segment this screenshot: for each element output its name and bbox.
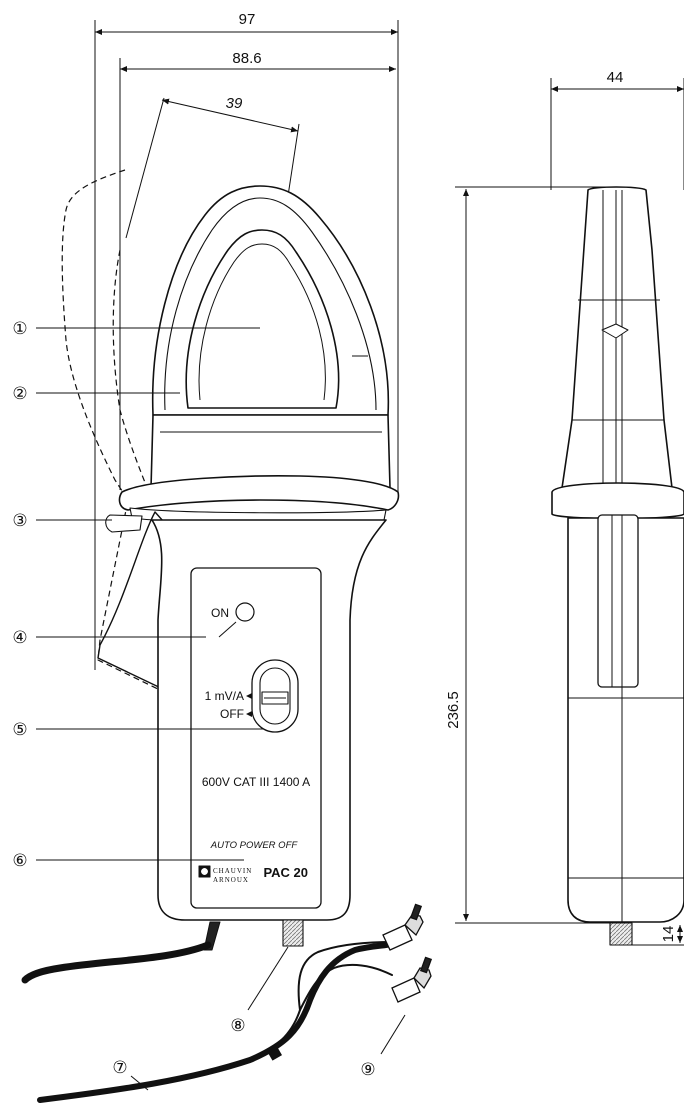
output-lead — [37, 941, 395, 1103]
callout-2: ② — [12, 384, 27, 404]
dim-total-width: 97 — [239, 11, 256, 28]
dim-connector-length: 14 — [660, 926, 677, 943]
callout-5: ⑤ — [12, 720, 27, 740]
dim-side-thickness: 44 — [607, 69, 624, 86]
callout-3: ③ — [12, 511, 27, 531]
cables — [21, 941, 395, 1103]
brand-line-2: ARNOUX — [213, 876, 249, 884]
range-label-1mva: 1 mV/A — [205, 689, 244, 703]
on-label: ON — [211, 606, 229, 620]
side-trigger — [597, 514, 639, 688]
side-handle — [567, 517, 684, 923]
banana-plugs — [382, 903, 433, 1003]
brand-line-1: CHAUVIN — [213, 867, 252, 875]
model-label: PAC 20 — [263, 865, 308, 880]
front-view — [61, 169, 400, 951]
callout-6: ⑥ — [12, 851, 27, 871]
jaw-window — [185, 229, 340, 409]
open-jaw-outline — [61, 169, 161, 691]
range-pointer-1 — [246, 693, 252, 699]
banana-plug-upper — [382, 924, 413, 951]
dim-height: 236.5 — [445, 691, 462, 729]
dim-jaw-opening: 39 — [226, 95, 243, 112]
callout-leaders — [36, 327, 406, 1091]
side-connector — [609, 922, 633, 946]
collar — [118, 475, 400, 511]
callout-4: ④ — [12, 628, 27, 648]
rating-label: 600V CAT III 1400 A — [202, 775, 310, 789]
banana-plug-lower — [391, 977, 421, 1003]
left-cable — [21, 941, 212, 984]
callout-8: ⑧ — [230, 1016, 245, 1036]
range-label-off: OFF — [220, 707, 244, 721]
side-collar — [551, 482, 684, 520]
dim-body-width: 88.6 — [232, 50, 261, 67]
auto-power-off-label: AUTO POWER OFF — [210, 840, 299, 851]
side-view — [551, 186, 684, 946]
callout-9: ⑨ — [360, 1060, 375, 1080]
callout-1: ① — [12, 319, 27, 339]
bnc-connector — [282, 919, 304, 947]
dimension-lines — [94, 20, 684, 946]
callout-7: ⑦ — [112, 1058, 127, 1078]
on-indicator — [235, 602, 255, 622]
range-pointer-2 — [246, 711, 252, 717]
